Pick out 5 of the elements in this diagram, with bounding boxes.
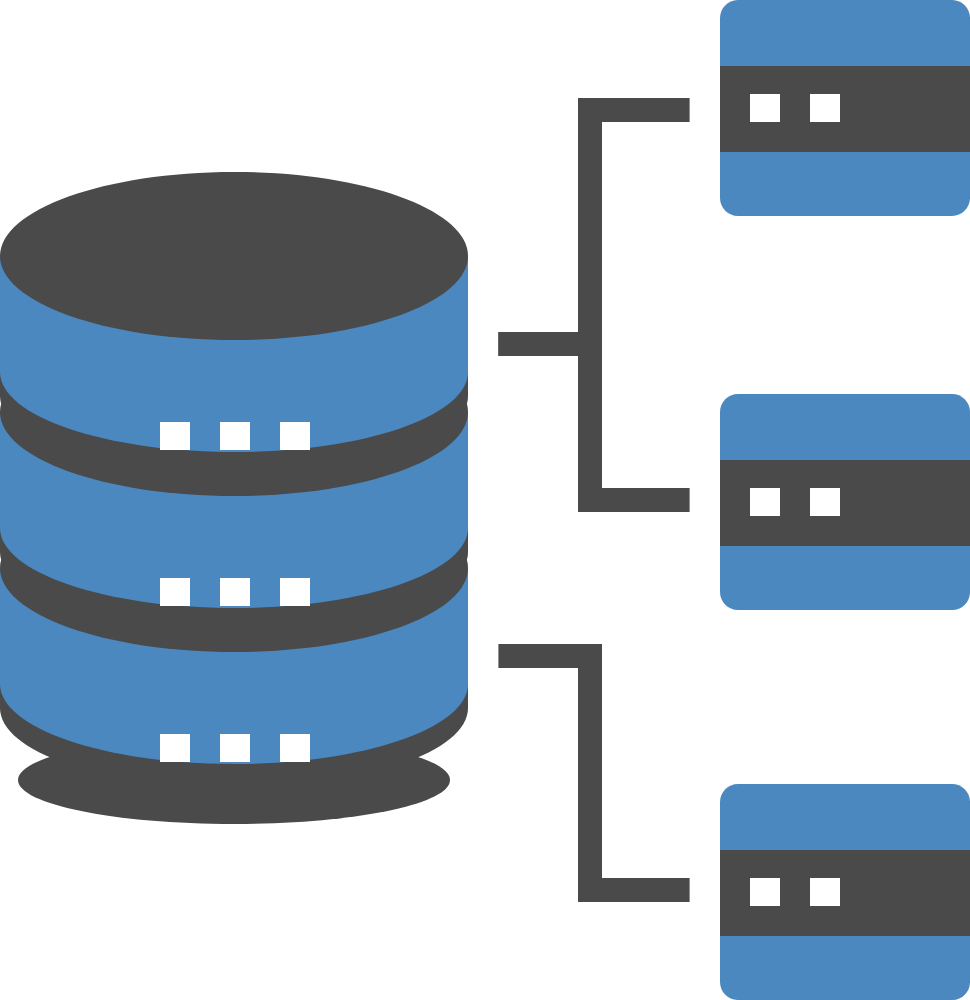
connector-line — [498, 332, 690, 512]
server-box — [720, 0, 970, 216]
server-box — [720, 394, 970, 610]
server-box — [720, 784, 970, 1000]
database-drawing — [0, 172, 468, 824]
